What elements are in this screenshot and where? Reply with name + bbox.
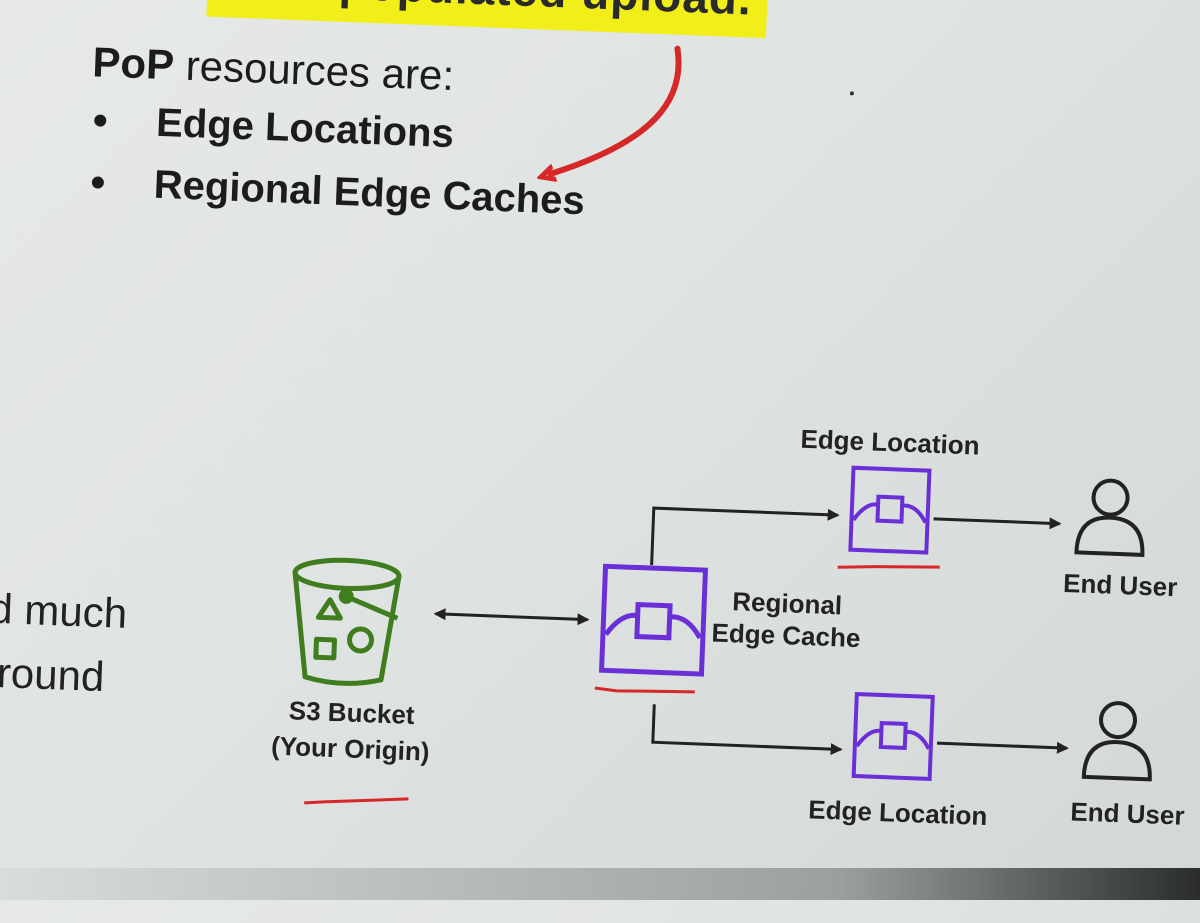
edge-to-user-top-arrow: [933, 517, 1062, 530]
red-underline-edge-top: [837, 565, 940, 569]
regional-edge-cache-label: Regional Edge Cache: [710, 584, 862, 654]
screen-bezel: [0, 868, 1200, 900]
red-curved-arrow: [551, 45, 682, 179]
origin-label-line2: (Your Origin): [270, 730, 431, 767]
red-underline-regional: [594, 686, 695, 694]
s3-bucket-label: S3 Bucket (Your Origin): [250, 691, 453, 771]
cache-to-bottom-edge-arrow: [651, 704, 843, 756]
edge-location-top-icon: [848, 465, 932, 555]
end-user-bottom-icon: [1081, 701, 1152, 782]
edge-location-bottom-icon: [851, 691, 935, 781]
edge-to-user-bottom-arrow: [936, 741, 1069, 754]
end-user-top-icon: [1074, 478, 1145, 557]
origin-cache-arrow: [433, 608, 590, 626]
cache-to-top-edge-arrow: [650, 506, 840, 566]
end-user-top-label: End User: [1062, 567, 1178, 603]
regional-label-line2: Edge Cache: [711, 617, 861, 654]
end-user-bottom-label: End User: [1069, 796, 1186, 831]
regional-edge-cache-icon: [598, 563, 709, 677]
s3-bucket-icon: [292, 557, 402, 686]
red-underline-origin: [304, 797, 409, 805]
